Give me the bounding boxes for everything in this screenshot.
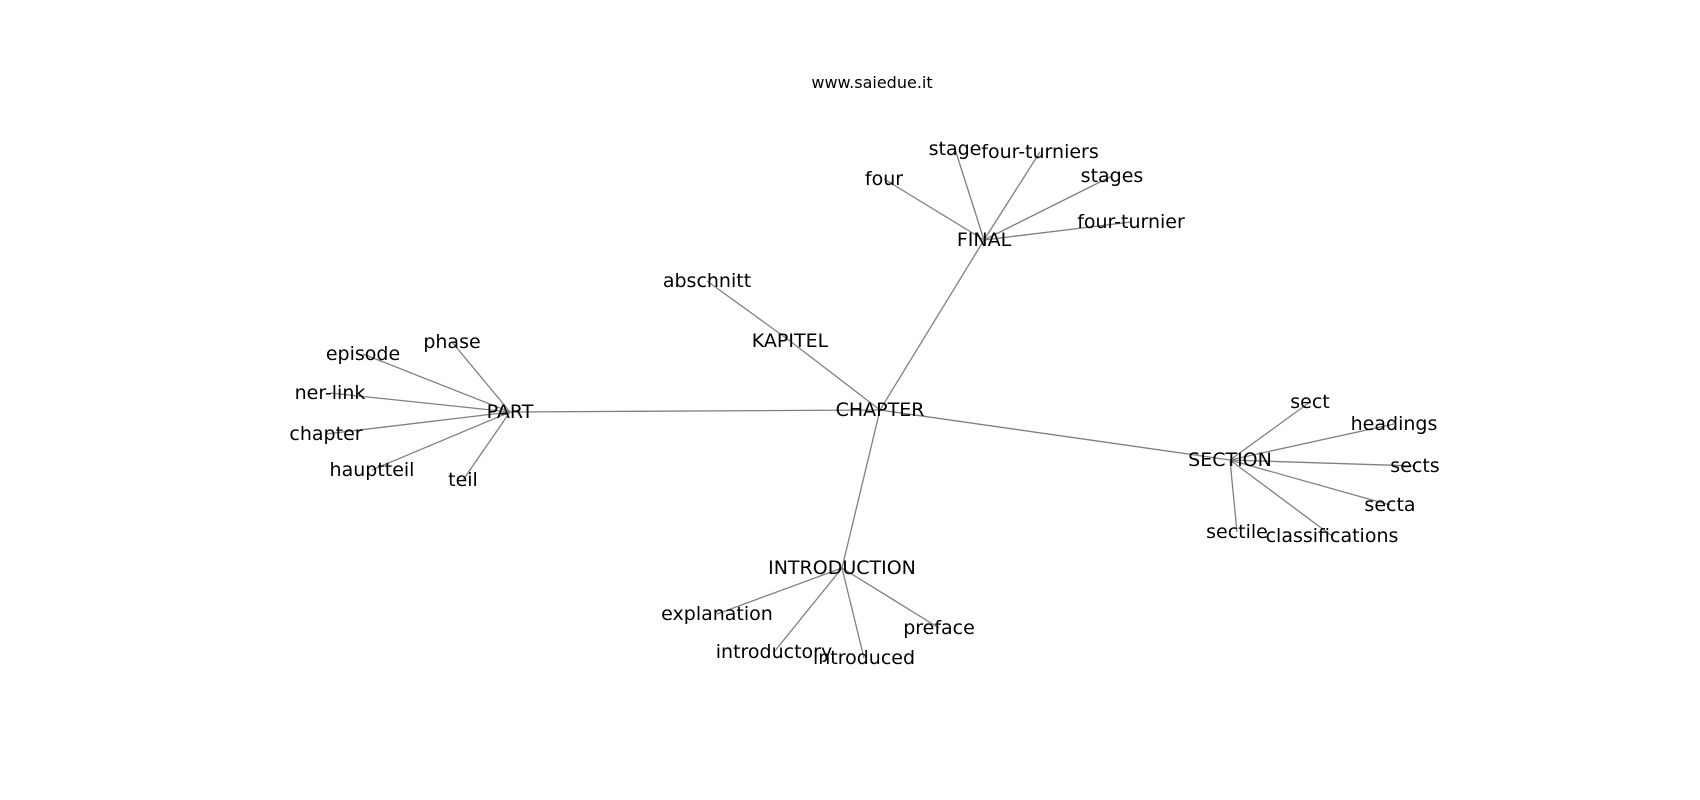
edge-chapter-root-section [879, 409, 1231, 461]
edge-final-four-turnier [983, 221, 1132, 241]
site-watermark: www.saiedue.it [811, 73, 932, 92]
edge-introduction-introductory [773, 567, 843, 653]
node-chapter-leaf: chapter [289, 423, 362, 445]
edge-part-phase [451, 341, 511, 413]
node-teil: teil [448, 469, 478, 491]
edge-chapter-root-kapitel [789, 340, 881, 411]
edge-chapter-root-part [509, 409, 881, 413]
edge-section-sect [1229, 401, 1311, 461]
node-explanation: explanation [661, 603, 773, 625]
node-introduced: introduced [813, 647, 915, 669]
node-sect: sect [1290, 391, 1329, 413]
label-layer: CHAPTER PART KAPITEL FINAL SECTION INTRODUCTI… [289, 138, 1439, 669]
node-final: FINAL [957, 229, 1012, 251]
edge-final-four [883, 178, 985, 241]
node-four-turniers: four-turniers [981, 141, 1099, 163]
node-part: PART [487, 401, 534, 423]
edge-final-four-turniers [983, 151, 1041, 241]
node-classifications: classifications [1266, 525, 1399, 547]
edge-part-chapter-leaf [325, 411, 511, 435]
node-sects: sects [1390, 455, 1439, 477]
edge-section-secta [1229, 459, 1391, 506]
node-episode: episode [326, 343, 400, 365]
node-chapter-root: CHAPTER [836, 399, 925, 421]
edge-section-headings [1229, 423, 1395, 461]
edge-introduction-explanation [716, 567, 843, 615]
node-preface: preface [903, 617, 975, 639]
edge-part-episode [362, 353, 511, 413]
node-sectile: sectile [1206, 521, 1268, 543]
node-section: SECTION [1188, 449, 1272, 471]
node-ner-link: ner-link [295, 382, 366, 404]
node-introduction: INTRODUCTION [768, 557, 916, 579]
edge-part-teil [462, 411, 511, 481]
edge-introduction-preface [841, 567, 940, 629]
edge-section-sects [1229, 459, 1416, 467]
node-hauptteil: hauptteil [330, 459, 415, 481]
node-secta: secta [1364, 494, 1415, 516]
edge-kapitel-abschnitt [706, 280, 791, 342]
node-headings: headings [1351, 413, 1438, 435]
edge-final-stage [954, 148, 985, 241]
node-phase: phase [423, 331, 480, 353]
edge-chapter-root-introduction [841, 409, 881, 569]
node-kapitel: KAPITEL [752, 330, 829, 352]
edge-section-classifications [1229, 459, 1333, 537]
edge-part-hauptteil [371, 411, 511, 471]
edge-introduction-introduced [841, 567, 865, 659]
edge-layer [325, 148, 1416, 659]
edge-final-stages [983, 175, 1113, 241]
node-four: four [865, 168, 903, 190]
node-stages: stages [1081, 165, 1144, 187]
edge-chapter-root-final [879, 239, 985, 411]
node-stage: stage [929, 138, 982, 160]
edge-part-ner-link [329, 392, 511, 413]
node-introductory: introductory [716, 641, 832, 663]
node-four-turnier: four-turnier [1077, 211, 1185, 233]
edge-section-sectile [1229, 459, 1238, 533]
node-abschnitt: abschnitt [663, 270, 751, 292]
